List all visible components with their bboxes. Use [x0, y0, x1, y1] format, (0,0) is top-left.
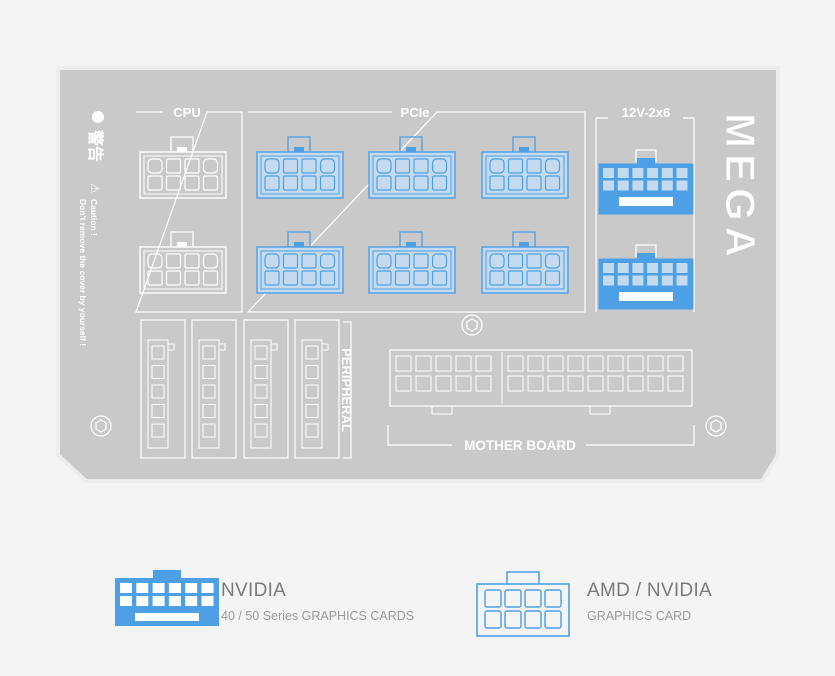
pcie-connector-2: [368, 136, 456, 199]
pcie-section-label: PCIe: [401, 105, 430, 120]
hpwr-connector-2: [598, 244, 694, 310]
peripheral-connector-2: [191, 319, 237, 459]
pcie-connector-1: [256, 136, 344, 199]
warning-logo-icon: [92, 111, 104, 123]
pcie-connector-5: [368, 231, 456, 294]
legend-12v-2x6-icon: [115, 570, 219, 626]
screw-right: [705, 415, 727, 437]
screw-center: [461, 314, 483, 336]
hpwr-connector-1: [598, 149, 694, 215]
peripheral-connector-3: [243, 319, 289, 459]
legend-nvidia-title: NVIDIA: [221, 580, 287, 601]
screw-left: [90, 415, 112, 437]
brand-logo: MEGA: [717, 113, 764, 263]
warning-triangle-icon: ⚠: [88, 183, 102, 194]
pcie-connector-4: [256, 231, 344, 294]
warning-block: 警告 ⚠ Caution ! Don't remove the cover by…: [78, 111, 105, 346]
peripheral-connector-1: [140, 319, 186, 459]
motherboard-section-label: MOTHER BOARD: [464, 438, 576, 453]
warning-cn-text: 警告: [86, 129, 105, 162]
legend-pcie-8pin-icon: [476, 571, 570, 637]
cpu-section-label: CPU: [173, 105, 200, 120]
legend-amd-nvidia-title: AMD / NVIDIA: [587, 580, 713, 601]
pcie-connector-3: [481, 136, 569, 199]
legend-nvidia-subtitle: 40 / 50 Series GRAPHICS CARDS: [221, 609, 415, 623]
legend-amd-nvidia-subtitle: GRAPHICS CARD: [587, 609, 692, 623]
cpu-connector-1: [139, 136, 227, 199]
section-frames: [135, 111, 695, 459]
hpwr-section-label: 12V-2x6: [622, 105, 670, 120]
cpu-connector-2: [139, 231, 227, 294]
pcie-connector-6: [481, 231, 569, 294]
legend-icons: [115, 570, 570, 637]
peripheral-section-label: PERIPHERAL: [339, 348, 354, 432]
peripheral-connector-4: [294, 319, 340, 459]
warning-caution-text: Caution !: [89, 199, 99, 236]
motherboard-connector: [389, 349, 693, 415]
warning-message-text: Don't remove the cover by yourself !: [78, 199, 88, 346]
connectors-layer: [139, 136, 694, 459]
